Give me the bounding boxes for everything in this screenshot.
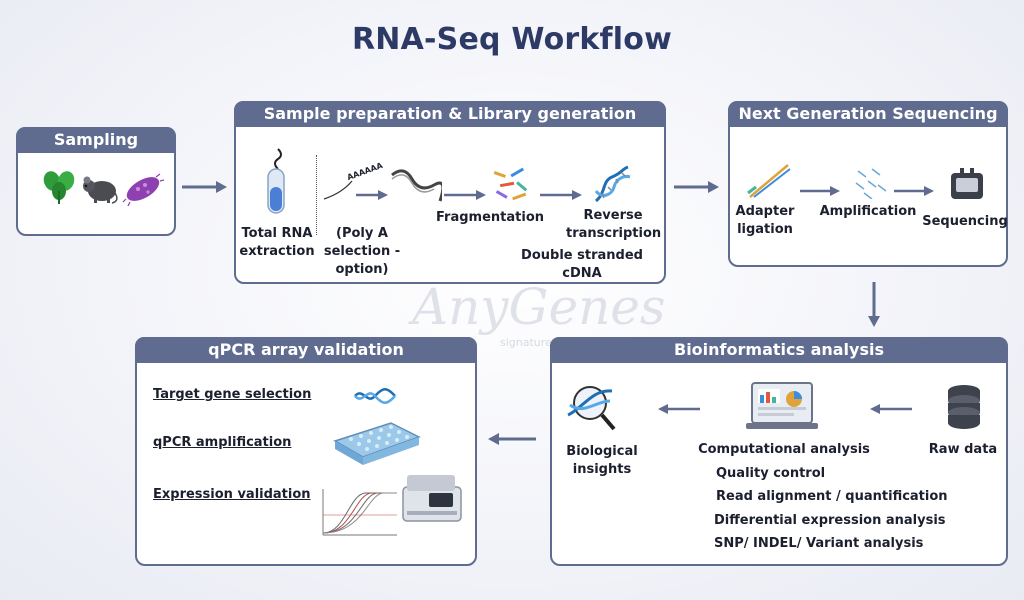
qpcr-header: qPCR array validation bbox=[135, 337, 477, 363]
dna-small-icon bbox=[354, 388, 396, 404]
arrow-bio-2 bbox=[870, 404, 912, 414]
arrow-lib-2 bbox=[444, 190, 486, 200]
plate-icon bbox=[333, 422, 421, 465]
step-variant: SNP/ INDEL/ Variant analysis bbox=[714, 536, 924, 551]
laptop-icon bbox=[746, 382, 818, 429]
arrow-ngs-2 bbox=[894, 186, 934, 196]
label-polya: (Poly A selection - option) bbox=[323, 226, 401, 277]
step-alignment: Read alignment / quantification bbox=[716, 489, 948, 504]
label-fragmentation: Fragmentation bbox=[436, 210, 544, 225]
qpcr-machine-icon bbox=[402, 475, 462, 522]
polya-strand-icon bbox=[323, 180, 353, 200]
watermark-logo: AnyGenes bbox=[412, 278, 666, 336]
arrow-ngs-to-bioinfo bbox=[868, 282, 880, 327]
library-panel: Sample preparation & Library generation … bbox=[234, 101, 666, 284]
arrow-ngs-1 bbox=[800, 186, 840, 196]
adapter-icon bbox=[747, 164, 791, 198]
sequencer-icon bbox=[951, 168, 983, 199]
arrow-bioinfo-to-qpcr bbox=[488, 433, 536, 445]
magnifier-dna-icon bbox=[567, 386, 616, 431]
label-amplification: Amplification bbox=[819, 204, 917, 219]
separator bbox=[316, 155, 317, 235]
rna-twist-icon bbox=[391, 169, 442, 202]
ngs-panel: Next Generation Sequencing Adapter ligat… bbox=[728, 101, 1008, 267]
test-tube-icon bbox=[267, 148, 285, 214]
leaf-icon bbox=[43, 171, 75, 204]
sampling-panel: Sampling bbox=[16, 127, 176, 236]
label-reverse-transcription: Reverse transcription bbox=[566, 208, 662, 241]
sampling-header: Sampling bbox=[16, 127, 176, 153]
label-computational: Computational analysis bbox=[698, 442, 870, 457]
page-title: RNA-Seq Workflow bbox=[352, 22, 672, 57]
label-sequencing: Sequencing bbox=[922, 214, 1008, 229]
amplification-curve-icon bbox=[315, 485, 399, 543]
bioinfo-panel: Bioinformatics analysis Biological insig… bbox=[550, 337, 1008, 566]
label-expression-validation: Expression validation bbox=[153, 487, 311, 502]
step-differential: Differential expression analysis bbox=[714, 513, 946, 528]
qpcr-panel: qPCR array validation Target gene select… bbox=[135, 337, 477, 566]
bioinfo-header: Bioinformatics analysis bbox=[550, 337, 1008, 363]
arrow-lib-1 bbox=[356, 190, 388, 200]
label-adapter: Adapter ligation bbox=[735, 204, 795, 237]
label-insights: Biological insights bbox=[566, 444, 638, 477]
arrow-bio-1 bbox=[658, 404, 700, 414]
library-header: Sample preparation & Library generation bbox=[234, 101, 666, 127]
arrow-lib-3 bbox=[540, 190, 582, 200]
fragments-icon bbox=[493, 167, 528, 201]
watermark-sub: signature bbox=[500, 336, 552, 349]
ngs-header: Next Generation Sequencing bbox=[728, 101, 1008, 127]
arrow-sampling-to-library bbox=[182, 181, 227, 193]
step-quality: Quality control bbox=[716, 466, 826, 481]
bacteria-icon bbox=[122, 173, 164, 207]
label-raw-data: Raw data bbox=[928, 442, 998, 457]
label-double-stranded: Double stranded cDNA bbox=[521, 248, 643, 281]
database-icon bbox=[948, 385, 980, 429]
mouse-icon bbox=[83, 176, 118, 204]
label-target-gene: Target gene selection bbox=[153, 387, 312, 402]
dna-icon bbox=[594, 165, 631, 203]
label-qpcr-amplification: qPCR amplification bbox=[153, 435, 292, 450]
amplification-icon bbox=[855, 168, 887, 199]
arrow-library-to-ngs bbox=[674, 181, 719, 193]
label-total-rna: Total RNA extraction bbox=[239, 226, 315, 259]
